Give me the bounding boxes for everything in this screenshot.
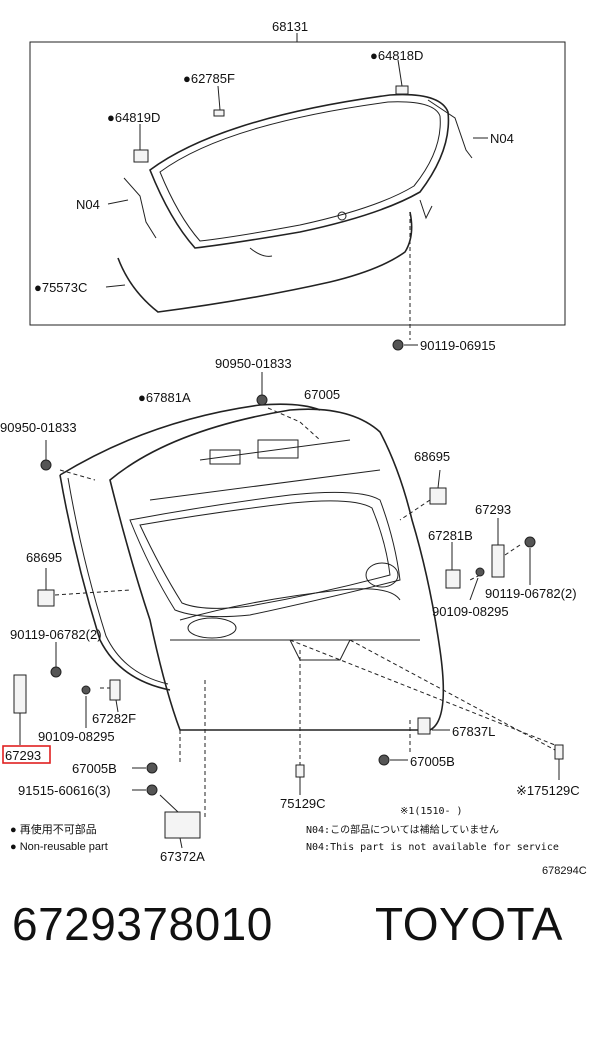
label-68695-right: 68695: [414, 449, 450, 464]
label-90950-left: 90950-01833: [0, 420, 77, 435]
label-67281B: 67281B: [428, 528, 473, 543]
bracket-67372A: [164, 811, 201, 839]
part-n04-left: [123, 177, 157, 239]
clip-90950-top: [256, 394, 268, 406]
screw-91515: [146, 784, 158, 796]
label-62785F: ●62785F: [183, 71, 235, 86]
label-90109-08295-right: 90109-08295: [432, 604, 509, 619]
part-64819D: [133, 149, 149, 163]
label-75129C: 75129C: [280, 796, 326, 811]
cushion-68695-right: [429, 487, 447, 505]
label-90950-top: 90950-01833: [215, 356, 292, 371]
cushion-67005B-left: [146, 762, 158, 774]
cover-175129C: [554, 744, 564, 760]
legend-en: ● Non-reusable part: [10, 841, 108, 853]
cover-75129C: [295, 764, 305, 778]
clip-90950-left: [40, 459, 52, 471]
part-62785F: [213, 109, 225, 117]
stopper-67837L: [417, 717, 431, 735]
label-75573C: ●75573C: [34, 280, 87, 295]
glass-group-frame: [29, 41, 566, 326]
part-n04-right: [427, 99, 473, 159]
label-68131: 68131: [272, 19, 308, 34]
label-67881A: ●67881A: [138, 390, 191, 405]
part-64818D: [395, 85, 409, 95]
label-90119-06782-left: 90119-06782(2): [10, 627, 102, 642]
parts-diagram: 68131 ●64818D ●62785F ●64819D N04 N04 ●7…: [0, 19, 587, 877]
hinge-67293-right: [491, 544, 505, 578]
label-90119-06782-right: 90119-06782(2): [485, 586, 577, 601]
part-number: 6729378010: [12, 898, 273, 950]
highlight-box-67293: [2, 745, 51, 764]
brand-name: TOYOTA: [375, 898, 563, 950]
molding-75573C: [117, 211, 413, 313]
note-n04-en: N04:This part is not available for servi…: [306, 842, 559, 853]
label-68695-left: 68695: [26, 550, 62, 565]
note-n04-jp: N04:この部品については補給していません: [306, 823, 499, 836]
cushion-67005B-right: [378, 754, 390, 766]
label-67005: 67005: [304, 387, 340, 402]
label-175129C: ※175129C: [516, 783, 580, 798]
back-door-panel: [109, 408, 445, 731]
label-67293-left: 67293: [5, 748, 41, 763]
back-window-glass: [149, 93, 450, 249]
label-67837L: 67837L: [452, 724, 495, 739]
label-64818D: ●64818D: [370, 48, 423, 63]
bracket-67281B: [445, 569, 461, 589]
label-64819D: ●64819D: [107, 110, 160, 125]
legend-jp: ● 再使用不可部品: [10, 822, 97, 836]
bolt-90119-06915: [392, 339, 404, 351]
label-n04-left: N04: [76, 197, 100, 212]
bracket-67282F: [109, 679, 121, 701]
label-67372A: 67372A: [160, 849, 205, 864]
label-90109-08295-left: 90109-08295: [38, 729, 115, 744]
diagram-code: 678294C: [542, 865, 587, 877]
cushion-68695-left: [37, 589, 55, 607]
label-90119-06915: 90119-06915: [420, 338, 496, 353]
label-n04-right: N04: [490, 131, 514, 146]
footer: 6729378010 TOYOTA: [0, 895, 600, 995]
label-67005B-right: 67005B: [410, 754, 455, 769]
weatherstrip-67881A: [59, 403, 321, 476]
label-67282F: 67282F: [92, 711, 136, 726]
label-67293-right: 67293: [475, 502, 511, 517]
footnote-1: ※1(1510- ): [400, 806, 463, 817]
label-91515: 91515-60616(3): [18, 783, 111, 798]
hinge-67293-left: [13, 674, 27, 714]
label-67005B-left: 67005B: [72, 761, 117, 776]
